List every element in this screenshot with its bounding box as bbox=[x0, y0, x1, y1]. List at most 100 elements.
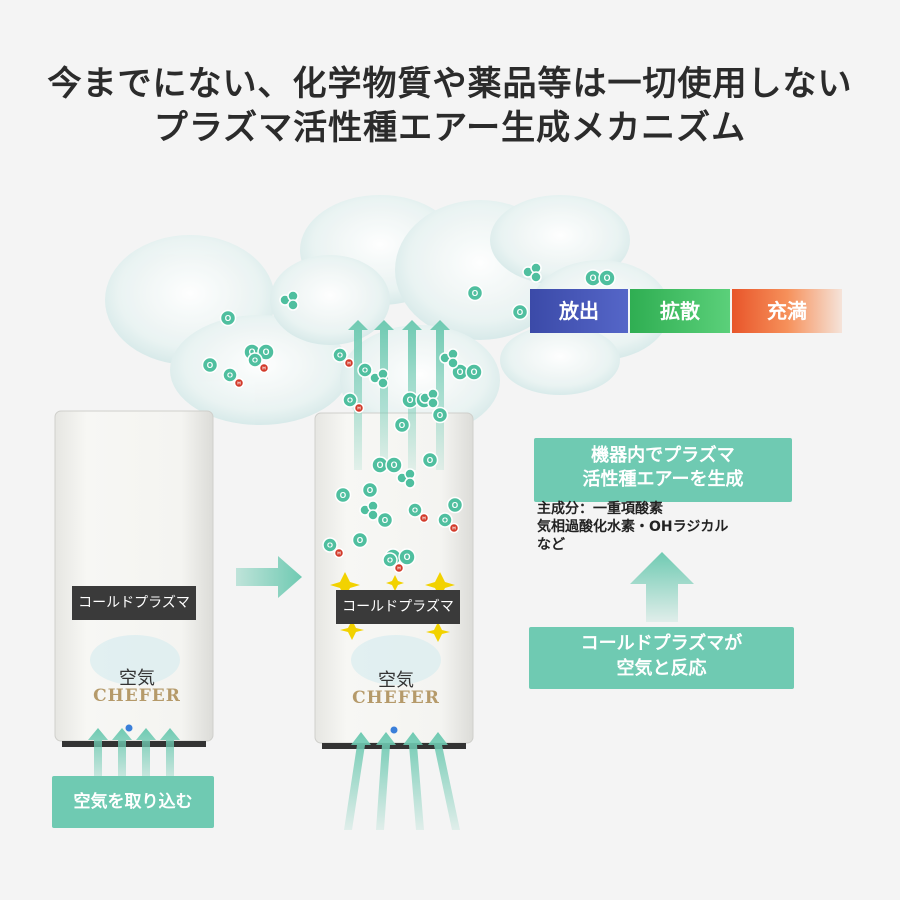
oxygen-atom bbox=[342, 392, 358, 408]
oxygen-atom-label: O bbox=[517, 308, 524, 317]
oxygen-atom-label: O bbox=[471, 367, 478, 377]
hydrogen-atom-label: H bbox=[337, 551, 341, 557]
generate-box: 機器内でプラズマ 活性種エアーを生成 bbox=[534, 438, 792, 502]
oxygen-atom-label: O bbox=[387, 556, 393, 565]
oxygen-atom-label: O bbox=[412, 506, 418, 515]
oxygen-atom bbox=[222, 367, 238, 383]
oxygen-atom-label: O bbox=[207, 361, 214, 370]
hydrogen-atom bbox=[343, 357, 355, 369]
oxygen-atom bbox=[219, 309, 237, 327]
oxygen-atom bbox=[421, 451, 439, 469]
device-right-brand-ja: 空気 bbox=[378, 670, 414, 691]
tag-release: 放出 bbox=[530, 289, 628, 333]
generate-line-1: 機器内でプラズマ bbox=[591, 445, 735, 466]
hydrogen-atom-label: H bbox=[237, 381, 241, 387]
oxygen-atom bbox=[598, 269, 616, 287]
intake-box: 空気を取り込む bbox=[52, 776, 214, 828]
device-left-brand-en: CHEFER bbox=[93, 686, 181, 706]
hydrogen-atom-label: H bbox=[357, 406, 361, 412]
hydrogen-atom bbox=[353, 402, 365, 414]
oxygen-atom bbox=[385, 456, 403, 474]
hydrogen-atom-label: H bbox=[262, 366, 266, 372]
oxygen-atom-label: O bbox=[391, 460, 398, 470]
oxygen-atom-label: O bbox=[340, 491, 347, 500]
oxygen-atom-label: O bbox=[357, 536, 364, 545]
oxygen-atom bbox=[247, 352, 263, 368]
molecule-dot bbox=[427, 397, 439, 409]
hydrogen-atom-label: H bbox=[452, 526, 456, 532]
oxygen-atom bbox=[332, 347, 348, 363]
hydrogen-atom bbox=[333, 547, 345, 559]
oxygen-atom bbox=[398, 548, 416, 566]
oxygen-atom-label: O bbox=[377, 460, 384, 470]
oxygen-atom-label: O bbox=[249, 347, 256, 357]
oxygen-atom-label: O bbox=[407, 395, 414, 405]
device-right-brand-en: CHEFER bbox=[352, 688, 440, 708]
oxygen-atom bbox=[201, 356, 219, 374]
molecules: OOOOOOOOOOOOOOOOOOOOOOOOOHOHOHOHOHOHOHOH… bbox=[201, 262, 616, 574]
react-line-2: 空気と反応 bbox=[616, 658, 707, 679]
up-arrow-icon bbox=[630, 552, 694, 622]
hydrogen-atom bbox=[418, 512, 430, 524]
intake-arrows-right bbox=[344, 732, 460, 830]
oxygen-atom-label: O bbox=[227, 371, 233, 380]
molecule-dot bbox=[377, 377, 389, 389]
oxygen-atom-label: O bbox=[263, 347, 270, 357]
oxygen-atom-label: O bbox=[457, 367, 464, 377]
oxygen-atom-label: O bbox=[362, 366, 368, 375]
components-line-3: など bbox=[537, 537, 565, 553]
molecule-dot bbox=[287, 299, 299, 311]
title-line-2: プラズマ活性種エアー生成メカニズム bbox=[153, 108, 747, 148]
oxygen-atom-label: O bbox=[404, 552, 411, 562]
tag-fill: 充満 bbox=[732, 289, 842, 333]
oxygen-atom bbox=[446, 496, 464, 514]
molecule-dot bbox=[447, 357, 459, 369]
plasma-spark-icons bbox=[330, 572, 455, 642]
oxygen-atom bbox=[431, 406, 449, 424]
oxygen-atom-label: O bbox=[382, 516, 389, 525]
hydrogen-atom-label: H bbox=[397, 566, 401, 572]
device-right-label: コールドプラズマ bbox=[336, 590, 460, 624]
oxygen-atom-label: O bbox=[399, 421, 406, 430]
device-left bbox=[54, 410, 214, 747]
react-box: コールドプラズマが 空気と反応 bbox=[529, 627, 794, 689]
hydrogen-atom bbox=[258, 362, 270, 374]
right-arrow-icon bbox=[236, 556, 302, 598]
title-line-1: 今までにない、化学物質や薬品等は一切使用しない bbox=[47, 64, 853, 104]
device-left-brand-ja: 空気 bbox=[119, 668, 155, 689]
oxygen-atom bbox=[376, 511, 394, 529]
oxygen-atom bbox=[357, 362, 373, 378]
molecule-dot bbox=[367, 509, 379, 521]
intake-arrows-left bbox=[88, 728, 180, 790]
oxygen-atom-label: O bbox=[452, 501, 459, 510]
oxygen-atom-label: O bbox=[337, 351, 343, 360]
oxygen-atom bbox=[437, 512, 453, 528]
oxygen-atom bbox=[511, 303, 529, 321]
oxygen-atom bbox=[334, 486, 352, 504]
oxygen-atom-label: O bbox=[442, 516, 448, 525]
oxygen-atom bbox=[382, 552, 398, 568]
components-line-2: 気相過酸化水素・OHラジカル bbox=[537, 519, 729, 535]
molecule-dot bbox=[404, 477, 416, 489]
hydrogen-atom-label: H bbox=[347, 361, 351, 367]
oxygen-atom-label: O bbox=[427, 456, 434, 465]
oxygen-atom bbox=[257, 343, 275, 361]
hydrogen-atom-label: H bbox=[422, 516, 426, 522]
oxygen-atom bbox=[407, 502, 423, 518]
components-line-1: 主成分：一重項酸素 bbox=[537, 501, 663, 517]
oxygen-atom-label: O bbox=[437, 411, 444, 420]
oxygen-atom bbox=[393, 416, 411, 434]
hydrogen-atom bbox=[448, 522, 460, 534]
generate-line-2: 活性種エアーを生成 bbox=[582, 469, 744, 490]
molecule-dot bbox=[530, 271, 542, 283]
components-text: 主成分：一重項酸素 気相過酸化水素・OHラジカル など bbox=[537, 500, 728, 554]
oxygen-atom-label: O bbox=[347, 396, 353, 405]
oxygen-atom-label: O bbox=[367, 486, 374, 495]
oxygen-atom bbox=[466, 284, 484, 302]
hydrogen-atom bbox=[233, 377, 245, 389]
oxygen-atom-label: O bbox=[590, 273, 597, 283]
oxygen-atom-label: O bbox=[252, 356, 258, 365]
hydrogen-atom bbox=[393, 562, 405, 574]
oxygen-atom bbox=[361, 481, 379, 499]
